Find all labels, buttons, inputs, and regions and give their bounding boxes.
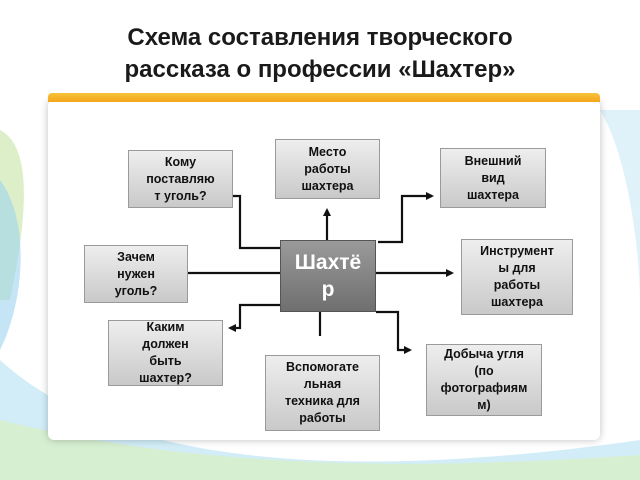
- node-label-line: Внешний: [464, 153, 522, 168]
- page-title: Схема составления творческого рассказа о…: [0, 22, 640, 86]
- node-label-line: шахтера: [491, 295, 543, 309]
- node-work-place: Место работы шахтера: [275, 139, 380, 199]
- node-label-line: должен: [142, 337, 189, 351]
- node-label-line: фотографиям: [440, 381, 528, 395]
- node-tools: Инструмент ы для работы шахтера: [461, 239, 573, 315]
- node-label-line: уголь?: [114, 283, 158, 298]
- node-label-line: Инструмент: [480, 244, 554, 258]
- center-label-line-1: Шахтё: [294, 251, 362, 274]
- node-coal-mining: Добыча угля (по фотографиям м): [426, 344, 542, 416]
- center-label-line-2: р: [321, 278, 335, 301]
- node-label-line: Кому: [164, 154, 197, 169]
- title-line-2: рассказа о профессии «Шахтер»: [124, 56, 516, 83]
- node-equipment: Вспомогате льная техника для работы: [265, 355, 380, 431]
- node-label-line: т уголь?: [154, 188, 207, 203]
- node-label-line: техника для: [285, 394, 360, 408]
- node-label-line: (по: [474, 364, 494, 378]
- arrow-to-appearance: [378, 192, 434, 244]
- node-label-line: Каким: [146, 320, 185, 334]
- node-label-line: нужен: [117, 266, 155, 281]
- node-label-line: Зачем: [117, 249, 155, 264]
- node-qualities: Каким должен быть шахтер?: [108, 320, 223, 386]
- node-label-line: работы: [304, 161, 351, 176]
- node-label-line: поставляю: [146, 171, 215, 186]
- node-center-miner: Шахтё р: [280, 240, 376, 312]
- node-label-line: ы для: [498, 261, 536, 275]
- node-label-line: Место: [308, 144, 347, 159]
- node-label-line: льная: [303, 377, 342, 391]
- node-label-line: шахтера: [467, 187, 519, 202]
- arrow-to-qualities: [228, 303, 280, 332]
- panel-accent-bar: [48, 93, 600, 102]
- node-label-line: шахтера: [301, 178, 354, 193]
- node-why-coal: Зачем нужен уголь?: [84, 245, 188, 303]
- node-label-line: работы: [299, 411, 346, 425]
- title-line-1: Схема составления творческого: [127, 24, 513, 51]
- node-appearance: Внешний вид шахтера: [440, 148, 546, 208]
- node-label-line: быть: [149, 354, 182, 368]
- node-label-line: шахтер?: [139, 371, 192, 385]
- arrow-to-mining: [376, 310, 412, 354]
- node-whom-coal: Кому поставляю т уголь?: [128, 150, 233, 208]
- node-label-line: Добыча угля: [444, 347, 524, 361]
- node-label-line: работы: [493, 278, 541, 292]
- node-label-line: Вспомогате: [286, 360, 359, 374]
- node-label-line: м): [477, 398, 491, 412]
- node-label-line: вид: [481, 170, 505, 185]
